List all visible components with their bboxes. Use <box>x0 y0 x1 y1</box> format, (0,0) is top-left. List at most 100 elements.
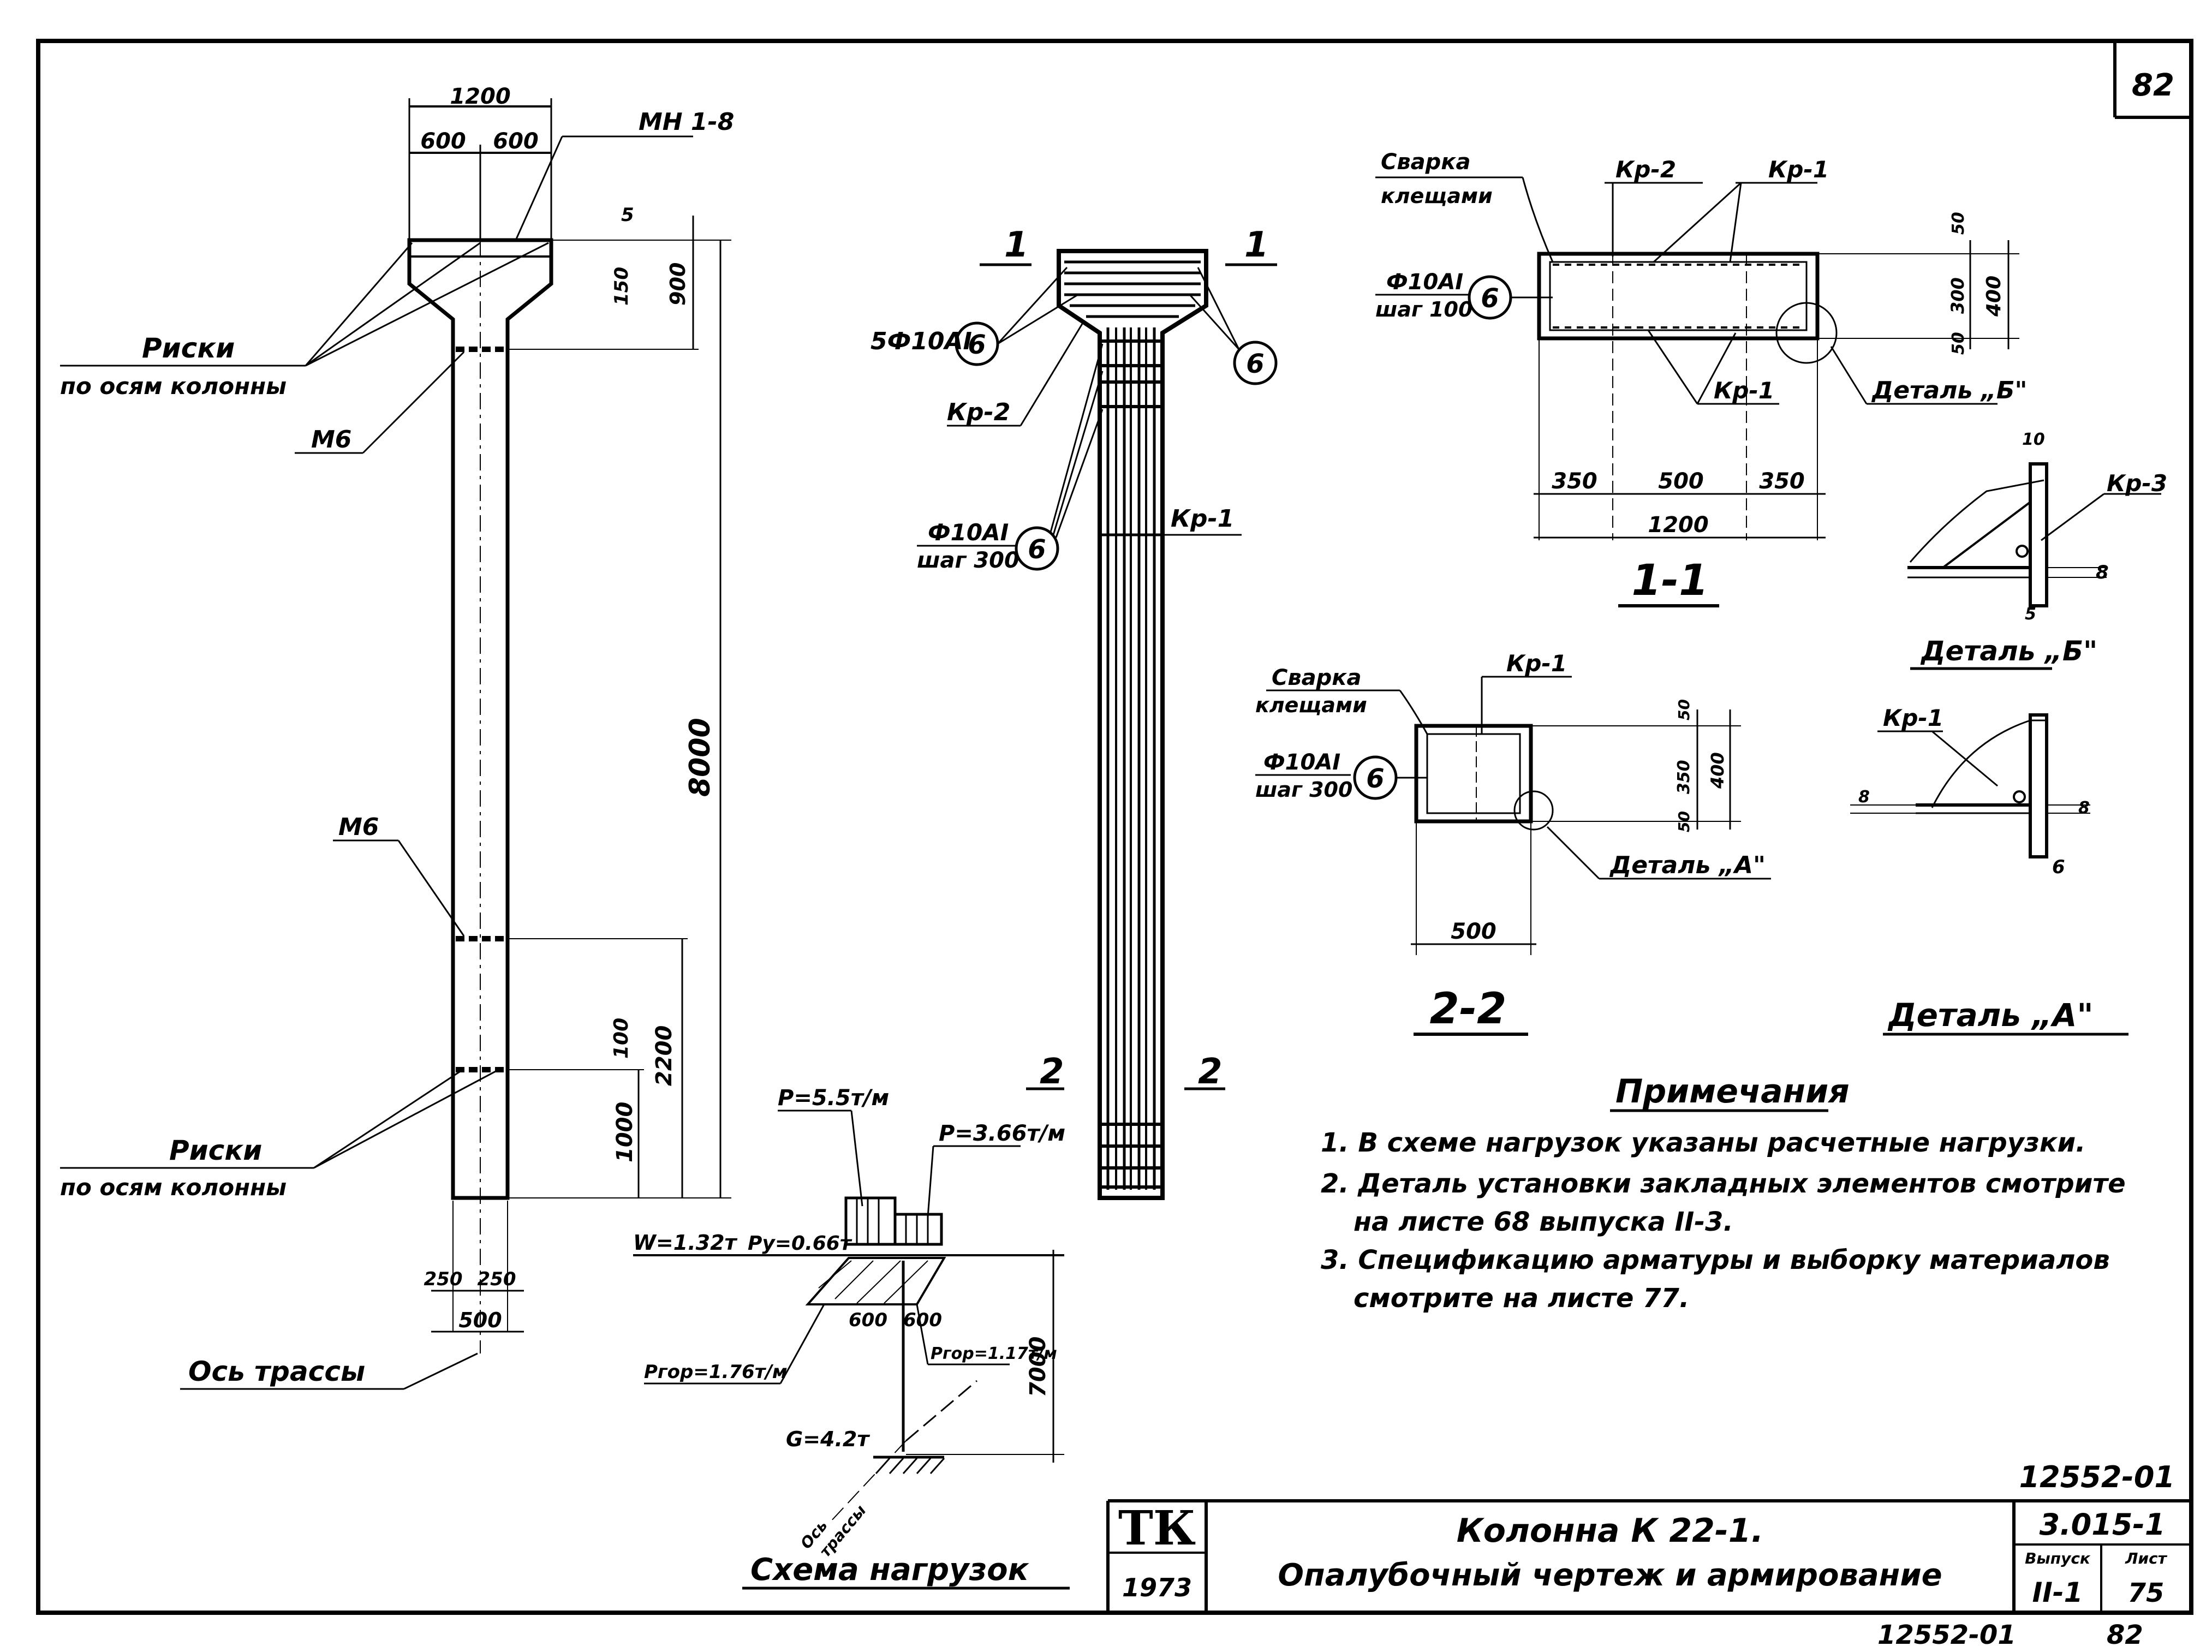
load-p1: P=5.5т/м <box>778 1086 889 1111</box>
dim-right-5: 5 <box>621 204 634 226</box>
section1-right: 1 <box>1244 225 1269 265</box>
dim-8b-a: 8 <box>2078 798 2090 818</box>
issue-label: Выпуск <box>2025 1549 2091 1567</box>
year: 1973 <box>1122 1573 1192 1602</box>
dim-7000: 7000 <box>1025 1337 1051 1397</box>
issue-value: II-1 <box>2032 1577 2083 1608</box>
column-elevation: 1200 600 600 МН 1-8 5 150 900 8000 100 2… <box>60 84 734 1390</box>
corner-sheet-number: 82 <box>2132 68 2174 103</box>
notes-line1: 1. В схеме нагрузок указаны расчетные на… <box>1321 1128 2085 1158</box>
circle-6b <box>1233 341 1278 385</box>
detail-b-title: Деталь „Б" <box>1920 635 2097 667</box>
label-riski-bot-1: Риски <box>169 1135 262 1166</box>
sheet-bottom: 82 <box>2107 1620 2143 1650</box>
label-ties-11-1: Ф10АI <box>1386 270 1463 295</box>
dim-r50-11: 50 <box>1949 212 1968 235</box>
detail-a-title: Деталь „А" <box>1887 997 2094 1034</box>
section2-right: 2 <box>1198 1052 1223 1092</box>
detail-b: 10 5 8 Кр-3 Деталь „Б" <box>1907 430 2167 670</box>
load-scheme-title: Схема нагрузок <box>750 1552 1030 1588</box>
dim-8a-a: 8 <box>1858 788 1870 807</box>
dim-bot-250b: 250 <box>478 1268 516 1290</box>
label-riski-bot-2: по осям колонны <box>60 1174 287 1201</box>
title-line1: Колонна К 22-1. <box>1457 1512 1764 1550</box>
section-2-2: 500 Сварка клещами Кр-1 Ф10АI шаг 300 6 … <box>1255 650 1771 1036</box>
load-g: G=4.2т <box>786 1427 870 1451</box>
load-w: W=1.32т <box>633 1231 738 1255</box>
label-kr1-bot: Кр-1 <box>1714 377 1774 404</box>
label-m6-mid: М6 <box>338 813 379 841</box>
title-block: 12552-01 ТК 1973 Колонна К 22-1. Опалубо… <box>1106 1460 2191 1650</box>
notes-line3: на листе 68 выпуска II-3. <box>1354 1207 1733 1237</box>
label-weld-1: Сварка <box>1381 150 1470 175</box>
label-kr1-top: Кр-1 <box>1768 156 1829 183</box>
notes-line5: смотрите на листе 77. <box>1354 1283 1689 1314</box>
circle-6-11-label: 6 <box>1481 283 1499 314</box>
dim-2200: 2200 <box>652 1025 677 1086</box>
section2-left: 2 <box>1040 1052 1064 1092</box>
label-ties-11-2: шаг 100 <box>1375 297 1472 321</box>
dim-6-a: 6 <box>2052 856 2065 878</box>
load-pgor-right: Pгор=1.17т/м <box>931 1344 1057 1363</box>
circle-6a-label: 6 <box>968 330 986 360</box>
notes-line4: 3. Спецификацию арматуры и выборку матер… <box>1321 1245 2110 1275</box>
label-ties-1: Ф10АI <box>928 519 1009 546</box>
dim-600a: 600 <box>849 1309 887 1331</box>
dim-1000: 1000 <box>612 1102 637 1162</box>
ground-hatch <box>875 1458 945 1474</box>
dim-100: 100 <box>610 1018 633 1059</box>
circle-6c <box>1015 526 1059 571</box>
dim-350a: 350 <box>1552 469 1597 494</box>
dim-8000: 8000 <box>684 718 717 797</box>
label-ties-22-1: Ф10АI <box>1263 750 1340 775</box>
label-ties-22-2: шаг 300 <box>1255 778 1352 802</box>
section1-left: 1 <box>1004 225 1029 265</box>
sheet-value: 75 <box>2128 1578 2165 1608</box>
label-weld-22-2: клещами <box>1255 693 1367 717</box>
mark-mn: МН 1-8 <box>639 108 734 136</box>
label-detail-b-11: Деталь „Б" <box>1871 377 2027 404</box>
tk-logo: ТК <box>1118 1501 1196 1556</box>
dim-8-b: 8 <box>2096 562 2109 583</box>
load-p2: P=3.66т/м <box>939 1121 1065 1146</box>
corner-sheet-box: 82 <box>2113 41 2191 119</box>
circle-6c-label: 6 <box>1028 534 1046 565</box>
column-reinforcement: 1 1 <box>871 225 1278 1200</box>
dim-top-right: 600 <box>493 129 539 154</box>
dim-r400-22: 400 <box>1707 752 1728 789</box>
label-riski-top-1: Риски <box>142 332 235 364</box>
dim-r350-22: 350 <box>1674 760 1694 794</box>
dim-top-left: 600 <box>420 129 466 154</box>
label-ties-2: шаг 300 <box>917 548 1019 573</box>
dim-r300-11: 300 <box>1947 277 1968 314</box>
dim-top-total: 1200 <box>450 84 510 109</box>
label-kr1: Кр-1 <box>1171 505 1234 533</box>
sheet-label: Лист <box>2125 1549 2167 1567</box>
label-kr1-a: Кр-1 <box>1883 705 1943 731</box>
label-detail-a-22: Деталь „А" <box>1609 851 1766 879</box>
dim-r50-22: 50 <box>1675 699 1693 720</box>
head-bars <box>1064 260 1201 318</box>
load-py: Py=0.66т <box>748 1232 852 1255</box>
label-kr2-11: Кр-2 <box>1615 156 1676 183</box>
dim-r400-11: 400 <box>1983 276 2005 317</box>
title-line2: Опалубочный чертеж и армирование <box>1278 1558 1942 1593</box>
sheet-frame <box>36 39 2193 1615</box>
dim-500-22: 500 <box>1451 919 1496 944</box>
dim-500-11: 500 <box>1658 469 1704 494</box>
notes-line2: 2. Деталь установки закладных элементов … <box>1321 1168 2126 1199</box>
section-1-1: Сварка клещами Кр-2 Кр-1 Ф10АI шаг 100 6… <box>1375 150 2027 607</box>
label-riski-top-2: по осям колонны <box>60 373 287 399</box>
label-kr1-22: Кр-1 <box>1506 650 1567 677</box>
circle-6b-label: 6 <box>1246 349 1264 379</box>
dim-right-150: 150 <box>611 267 633 306</box>
dim-1200-11: 1200 <box>1648 512 1708 538</box>
label-weld-22-1: Сварка <box>1272 665 1361 690</box>
doc-code-top: 12552-01 <box>2019 1460 2175 1494</box>
label-weld-2: клещами <box>1381 184 1493 208</box>
doc-code-bottom: 12552-01 <box>1877 1620 2016 1650</box>
column-bars <box>1100 327 1162 1190</box>
notes: Примечания 1. В схеме нагрузок указаны р… <box>1321 1072 2126 1314</box>
notes-title: Примечания <box>1615 1072 1850 1111</box>
dim-right-900: 900 <box>666 263 690 306</box>
